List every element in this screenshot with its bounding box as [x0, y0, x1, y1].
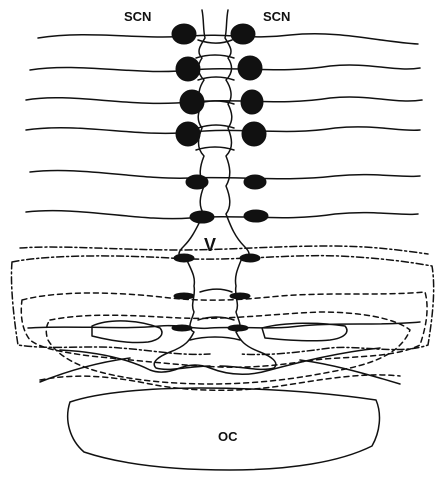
section-outline — [26, 97, 422, 103]
scn-nucleus — [240, 254, 260, 262]
scn-nucleus — [244, 210, 268, 222]
scn-nucleus — [172, 24, 196, 44]
section-outline — [26, 211, 418, 219]
scn-nucleus — [230, 293, 250, 299]
scn-nucleus — [180, 90, 204, 114]
scn-nucleus — [186, 175, 208, 189]
scn-nucleus — [174, 293, 194, 299]
section-outline — [92, 321, 162, 343]
section-outline — [26, 127, 420, 134]
scn-nucleus — [174, 254, 194, 262]
scn-nucleus — [238, 56, 262, 80]
ventricle-outline — [200, 289, 232, 292]
ventricle-outline — [190, 337, 240, 340]
scn-nucleus — [231, 24, 255, 44]
section-outline-dashdot — [20, 246, 428, 254]
optic-chiasm-label: OC — [218, 430, 238, 443]
section-outline — [30, 65, 420, 72]
scn-right-label: SCN — [263, 10, 290, 23]
scn-nucleus — [172, 325, 192, 331]
ventricle-outline — [196, 147, 234, 150]
scn-nucleus — [241, 90, 263, 114]
scn-nucleus — [244, 175, 266, 189]
scn-nucleus — [242, 122, 266, 146]
section-outline-dashdot — [11, 256, 433, 355]
section-outline — [30, 170, 420, 178]
scn-left-label: SCN — [124, 10, 151, 23]
section-outline — [28, 322, 420, 328]
scn-nucleus — [176, 57, 200, 81]
section-outline-dashed — [21, 292, 427, 367]
ventricle-label: V — [204, 236, 216, 254]
scn-nucleus — [228, 325, 248, 331]
scn-nucleus — [190, 211, 214, 223]
scn-nucleus — [176, 122, 200, 146]
